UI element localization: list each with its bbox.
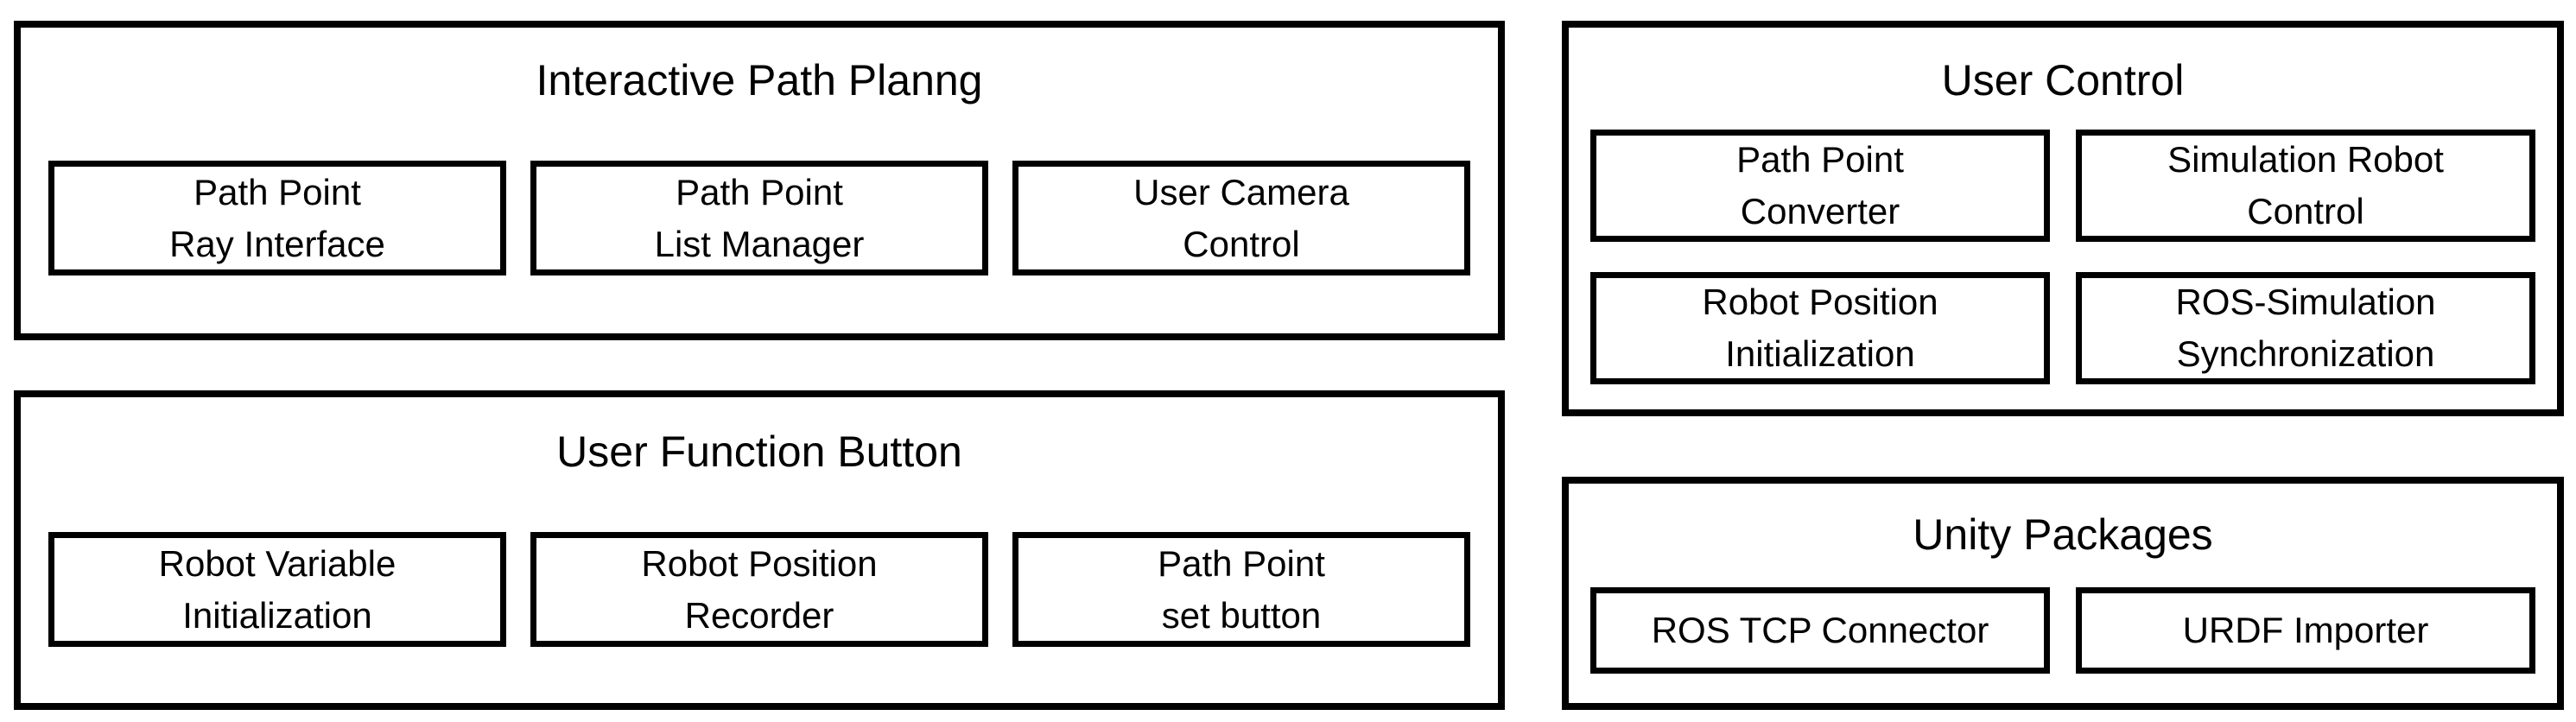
component-urdf-importer: URDF Importer <box>2076 587 2535 674</box>
component-row: Robot Variable Initialization Robot Posi… <box>21 532 1498 647</box>
component-label: Path Point Ray Interface <box>169 171 385 264</box>
component-row: ROS TCP Connector URDF Importer <box>1569 587 2557 674</box>
component-label: Path Point Converter <box>1736 139 1904 231</box>
group-title-interactive-path-planning: Interactive Path Planng <box>536 56 983 104</box>
component-label: Robot Variable Initialization <box>158 542 397 636</box>
group-title-user-control: User Control <box>1941 56 2185 104</box>
component-ros-tcp-connector: ROS TCP Connector <box>1590 587 2050 674</box>
component-ros-simulation-synchronization: ROS-Simulation Synchronization <box>2076 272 2535 384</box>
component-label: Robot Position Recorder <box>641 542 878 636</box>
component-label: Path Point set button <box>1158 542 1325 636</box>
component-path-point-set-button: Path Point set button <box>1012 532 1470 647</box>
component-path-point-ray-interface: Path Point Ray Interface <box>48 161 506 276</box>
component-robot-variable-initialization: Robot Variable Initialization <box>48 532 506 647</box>
component-row: Path Point Ray Interface Path Point List… <box>21 161 1498 276</box>
group-unity-packages: Unity Packages ROS TCP Connector URDF Im… <box>1562 477 2564 710</box>
component-label: ROS TCP Connector <box>1651 610 1989 650</box>
component-grid: Path Point Converter Simulation Robot Co… <box>1569 130 2557 384</box>
component-label: Path Point List Manager <box>654 171 865 264</box>
component-robot-position-initialization: Robot Position Initialization <box>1590 272 2050 384</box>
component-label: ROS-Simulation Synchronization <box>2175 282 2436 374</box>
group-user-function-button: User Function Button Robot Variable Init… <box>14 390 1505 710</box>
component-user-camera-control: User Camera Control <box>1012 161 1470 276</box>
group-interactive-path-planning: Interactive Path Planng Path Point Ray I… <box>14 21 1505 340</box>
group-title-unity-packages: Unity Packages <box>1913 510 2213 559</box>
group-title-user-function-button: User Function Button <box>556 428 962 476</box>
component-simulation-robot-control: Simulation Robot Control <box>2076 130 2535 242</box>
component-label: User Camera Control <box>1133 171 1349 264</box>
component-path-point-converter: Path Point Converter <box>1590 130 2050 242</box>
component-label: URDF Importer <box>2182 610 2429 650</box>
component-label: Robot Position Initialization <box>1702 282 1938 374</box>
component-label: Simulation Robot Control <box>2167 139 2444 231</box>
component-path-point-list-manager: Path Point List Manager <box>530 161 988 276</box>
component-robot-position-recorder: Robot Position Recorder <box>530 532 988 647</box>
group-user-control: User Control Path Point Converter Simula… <box>1562 21 2564 416</box>
